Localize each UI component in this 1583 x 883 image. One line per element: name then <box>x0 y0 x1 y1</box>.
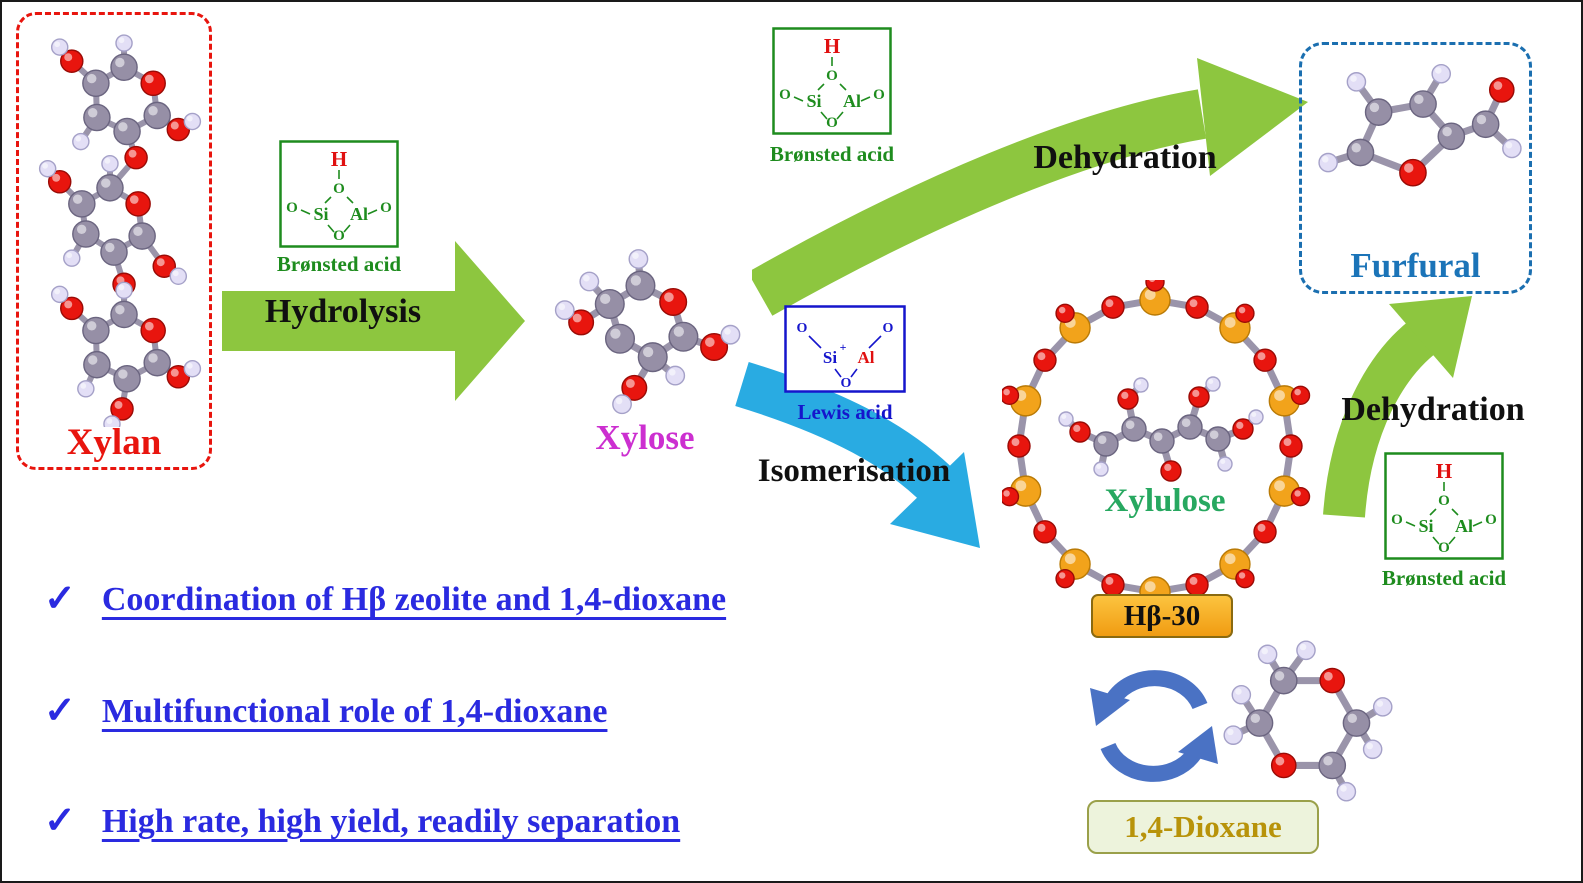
bronsted-acid-label-3: Brønsted acid <box>1381 566 1507 590</box>
si-atom-label: Si <box>313 204 328 224</box>
lewis-acid-label: Lewis acid <box>797 400 893 424</box>
xylan-molecule <box>38 34 202 427</box>
o-atom-label: O <box>873 87 885 103</box>
zeolite-ring-with-xylulose <box>1002 280 1311 600</box>
o-atom-label: O <box>333 181 345 197</box>
bronsted-acid-site-1: H O Si Al O O O <box>279 140 399 248</box>
o-atom-label: O <box>883 321 894 336</box>
o-atom-label: O <box>286 200 298 216</box>
furfural-molecule <box>1318 63 1522 187</box>
furfural-label: Furfural <box>1350 246 1481 286</box>
bronsted-acid-label-2: Brønsted acid <box>769 142 895 166</box>
bullet-text-1: Coordination of Hβ zeolite and 1,4-dioxa… <box>101 581 727 618</box>
dehydration-arrow-right <box>1323 296 1472 518</box>
check-icon: ✓ <box>44 800 76 842</box>
bullet-text-3: High rate, high yield, readily separatio… <box>101 803 681 840</box>
recycle-arrows-icon <box>1090 670 1218 782</box>
furfural-panel: Furfural <box>1299 42 1532 294</box>
al-atom-label: Al <box>350 204 368 224</box>
bullet-row-2: ✓ Multifunctional role of 1,4-dioxane <box>44 692 607 733</box>
bullet-text-2: Multifunctional role of 1,4-dioxane <box>101 693 608 730</box>
si-atom-label: Si <box>806 91 821 111</box>
al-atom-label: Al <box>1455 516 1473 536</box>
dehydration-arrow-top <box>752 58 1308 316</box>
check-icon: ✓ <box>44 690 76 732</box>
o-atom-label: O <box>1438 493 1450 509</box>
bullet-row-1: ✓ Coordination of Hβ zeolite and 1,4-dio… <box>44 580 726 621</box>
o-atom-label: O <box>841 376 852 391</box>
dioxane-badge: 1,4-Dioxane <box>1087 800 1319 854</box>
hydrolysis-arrow <box>222 241 525 401</box>
xylulose-label: Xylulose <box>1104 483 1226 519</box>
h-atom-label: H <box>824 34 840 58</box>
al-atom-label: Al <box>843 91 861 111</box>
o-atom-label: O <box>826 115 838 131</box>
check-icon: ✓ <box>44 578 76 620</box>
o-atom-label: O <box>826 68 838 84</box>
bronsted-acid-site-3: H O Si Al O O O <box>1384 452 1504 560</box>
o-atom-label: O <box>380 200 392 216</box>
al-atom-label: Al <box>858 348 875 367</box>
xylan-panel: Xylan <box>16 12 212 470</box>
plus-charge-label: + <box>840 340 847 354</box>
si-atom-label: Si <box>823 348 837 367</box>
si-atom-label: Si <box>1418 516 1433 536</box>
bullet-row-3: ✓ High rate, high yield, readily separat… <box>44 802 680 843</box>
o-atom-label: O <box>779 87 791 103</box>
o-atom-label: O <box>1391 512 1403 528</box>
lewis-acid-site: O O Si + Al O <box>784 305 906 393</box>
o-atom-label: O <box>333 228 345 244</box>
dehydration-right-label: Dehydration <box>1341 391 1525 428</box>
hb30-badge: Hβ-30 <box>1091 594 1233 638</box>
isomerisation-arrow <box>735 362 980 548</box>
o-atom-label: O <box>1438 540 1450 556</box>
xylose-label: Xylose <box>595 418 695 457</box>
bronsted-acid-label-1: Brønsted acid <box>276 252 402 276</box>
dioxane-molecule <box>1223 640 1393 802</box>
hydrolysis-label: Hydrolysis <box>264 293 422 330</box>
o-atom-label: O <box>1485 512 1497 528</box>
xylose-molecule <box>554 249 741 415</box>
dehydration-top-label: Dehydration <box>1033 139 1217 176</box>
xylan-label: Xylan <box>66 422 162 464</box>
bronsted-acid-site-2: H O Si Al O O O <box>772 27 892 135</box>
o-atom-label: O <box>797 321 808 336</box>
isomerisation-label: Isomerisation <box>757 453 951 489</box>
h-atom-label: H <box>331 147 347 171</box>
h-atom-label: H <box>1436 459 1452 483</box>
